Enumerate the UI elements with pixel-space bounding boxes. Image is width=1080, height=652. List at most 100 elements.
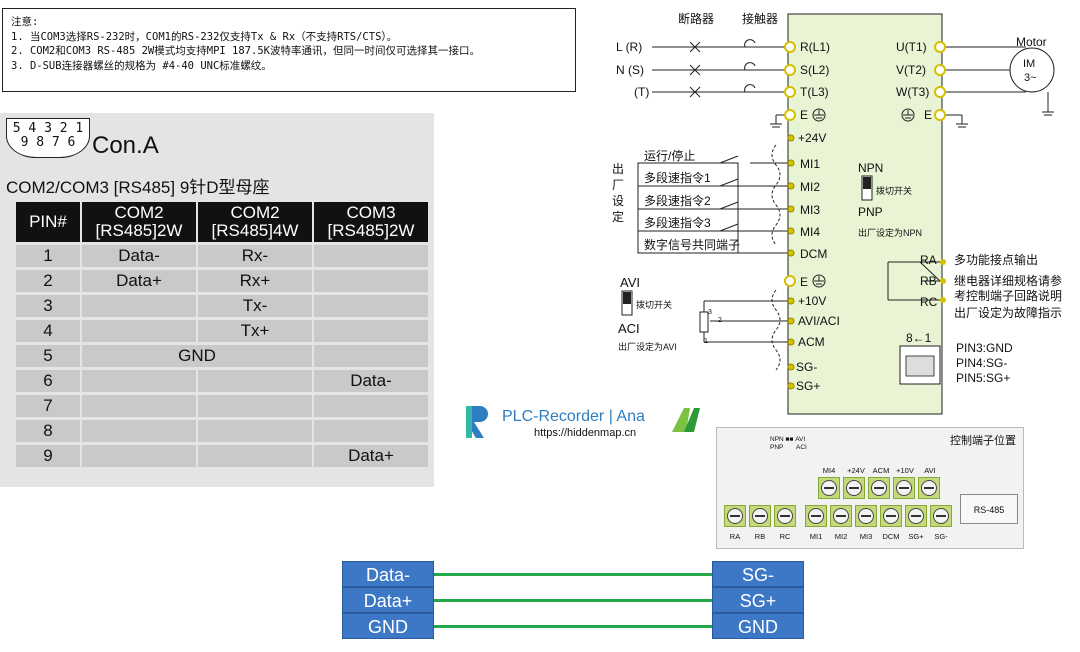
pot-pin-2: 2 (718, 317, 722, 324)
dsub-row-1: 5 4 3 2 1 (12, 121, 84, 136)
cell: Rx+ (198, 270, 312, 292)
rj45-pin3: PIN3:GND (956, 341, 1013, 355)
tb-label-rb: RB (754, 532, 766, 541)
pot-pin-1: 1 (704, 338, 708, 345)
tb-label-mi3: MI3 (859, 532, 873, 541)
terminal-screw-icon (805, 505, 827, 527)
phase-n: N (S) (616, 63, 644, 77)
notes-line-3: 3. D-SUB连接器螺丝的规格为 #4-40 UNC标准螺纹。 (11, 59, 272, 72)
tb-pnp: PNP (770, 444, 784, 451)
wire-box-right-sg-minus: SG- (712, 561, 804, 587)
terminal-r-l1: R(L1) (800, 40, 830, 54)
tb-label-sg-minus: SG- (934, 532, 948, 541)
ground-icon (812, 274, 826, 288)
terminal-e-right: E (924, 108, 932, 122)
header-com2-2w: COM2 [RS485]2W (82, 202, 196, 242)
terminal-w-t3: W(T3) (896, 85, 929, 99)
aci-label: ACI (618, 321, 640, 336)
tb-label-24v: +24V (847, 466, 865, 475)
npn-switch-label: 拨切开关 (876, 185, 912, 196)
relay-desc-1: 多功能接点输出 (954, 252, 1038, 267)
terminal-mi1: MI1 (800, 157, 820, 171)
di-label-speed-1: 多段速指令1 (644, 170, 711, 185)
terminal-dcm: DCM (800, 247, 827, 261)
cell (198, 395, 312, 417)
cell (82, 295, 196, 317)
pin-table: PIN# COM2 [RS485]2W COM2 [RS485]4W COM3 … (14, 199, 430, 470)
terminal-sg-minus: SG- (796, 360, 817, 374)
rj45-pin-order: 8←1 (906, 331, 932, 345)
terminal-mi2: MI2 (800, 180, 820, 194)
di-label-common: 数字信号共同端子 (644, 237, 740, 252)
ground-icon (770, 108, 826, 128)
breaker-label: 断路器 (678, 11, 714, 26)
vfd-wiring-diagram: 断路器 接触器 L (R) N (S) (T) R(L1) S(L2) T(L3… (612, 11, 1062, 415)
relay-desc-3: 考控制端子回路说明 (954, 288, 1062, 303)
tb-label-avi: AVI (924, 466, 936, 475)
cell: Tx+ (198, 320, 312, 342)
di-label-speed-3: 多段速指令3 (644, 215, 711, 230)
cell: GND (82, 345, 312, 367)
cell (314, 295, 428, 317)
di-label-run-stop: 运行/停止 (644, 148, 695, 163)
terminal-screw-icon (830, 505, 852, 527)
wire-data-plus (434, 599, 712, 602)
cell: Data- (314, 370, 428, 392)
avi-label: AVI (620, 275, 640, 290)
cell (198, 420, 312, 442)
npn-label: NPN (858, 161, 883, 175)
terminal-24v: +24V (798, 131, 826, 145)
dsub-connector-icon: 5 4 3 2 1 9 8 7 6 (6, 118, 90, 158)
dsub-row-2: 9 8 7 6 (20, 135, 76, 150)
terminal-avi-aci: AVI/ACI (798, 314, 840, 328)
logo-url: https://hiddenmap.cn (534, 427, 637, 439)
cell (82, 320, 196, 342)
terminal-mi3: MI3 (800, 203, 820, 217)
terminal-screw-icon (905, 505, 927, 527)
terminal-screw-icon (918, 477, 940, 499)
wire-box-right-gnd: GND (712, 613, 804, 639)
pin-table-header: PIN# COM2 [RS485]2W COM2 [RS485]4W COM3 … (16, 202, 428, 242)
avi-switch-label: 拨切开关 (636, 299, 672, 310)
rj45-pin4: PIN4:SG- (956, 356, 1007, 370)
notes-title: 注意: (11, 16, 39, 28)
tb-label-acm: ACM (872, 466, 890, 475)
cell (314, 270, 428, 292)
cell: Rx- (198, 245, 312, 267)
relay-rb: RB (920, 274, 937, 288)
wire-box-left-data-minus: Data- (342, 561, 434, 587)
motor-phase: 3~ (1024, 72, 1037, 84)
terminal-block-switches: NPN ■■ AVI PNP ACI (770, 436, 807, 451)
cell: Data+ (82, 270, 196, 292)
table-row: 7 (16, 395, 428, 417)
tb-label-dcm: DCM (882, 532, 900, 541)
factory-set-1: 出 (612, 162, 624, 176)
cell: 9 (16, 445, 80, 467)
phase-t: (T) (634, 85, 649, 99)
terminal-sg-plus: SG+ (796, 379, 820, 393)
pot-pin-3: 3 (708, 309, 712, 316)
notes-box: 注意: 1. 当COM3选择RS-232时，COM1的RS-232仅支持Tx &… (2, 8, 576, 92)
tb-npn: NPN (770, 436, 784, 443)
table-row: 4 Tx+ (16, 320, 428, 342)
rj45-pin5: PIN5:SG+ (956, 371, 1010, 385)
cell: 7 (16, 395, 80, 417)
wire-gnd (434, 625, 712, 628)
terminal-u-t1: U(T1) (896, 40, 927, 54)
pnp-label: PNP (858, 205, 883, 219)
cell: 4 (16, 320, 80, 342)
terminal-acm: ACM (798, 335, 825, 349)
connector-label: Con.A (92, 132, 159, 159)
connector-title: COM2/COM3 [RS485] 9针D型母座 (6, 178, 270, 197)
tb-label-rc: RC (779, 532, 791, 541)
terminal-screw-icon (774, 505, 796, 527)
terminal-screw-icon (880, 505, 902, 527)
terminal-screw-icon (930, 505, 952, 527)
table-row: 8 (16, 420, 428, 442)
cell (314, 345, 428, 367)
factory-set-4: 定 (612, 209, 624, 224)
cell: 1 (16, 245, 80, 267)
